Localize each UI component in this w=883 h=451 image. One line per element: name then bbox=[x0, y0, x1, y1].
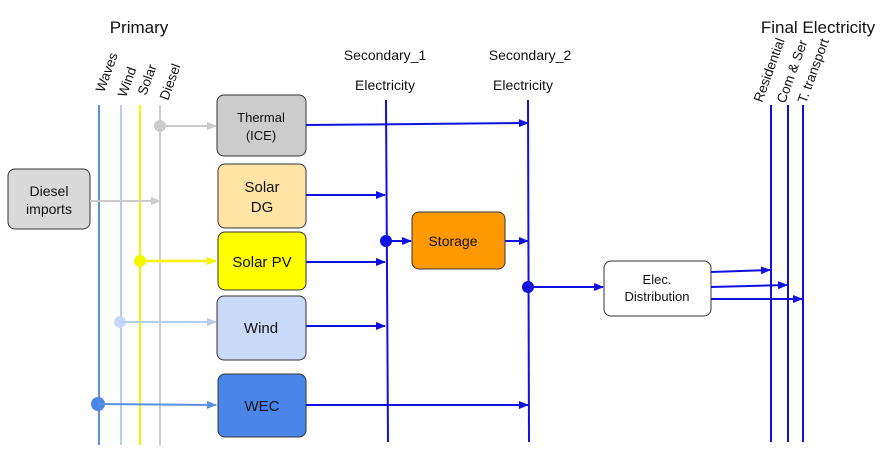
distribution-to-com-ser-arrow bbox=[710, 281, 788, 290]
secondary-2-bus bbox=[527, 99, 530, 443]
wec-label: WEC bbox=[245, 398, 280, 415]
secondary-1-header: Secondary_1 bbox=[344, 47, 427, 63]
diesel-imports-line-2: imports bbox=[26, 201, 72, 217]
solar-dg-box bbox=[217, 163, 307, 229]
thermal-line-2: (ICE) bbox=[246, 128, 276, 143]
storage-label: Storage bbox=[428, 233, 477, 249]
solar-label: Solar bbox=[135, 62, 160, 97]
electricity-1-label: Electricity bbox=[355, 77, 415, 93]
thermal-line-1: Thermal bbox=[237, 110, 285, 125]
distribution-line-1: Elec. bbox=[643, 272, 672, 287]
secondary-2-header: Secondary_2 bbox=[489, 47, 572, 63]
distribution-box bbox=[603, 260, 712, 317]
wind-box-label: Wind bbox=[244, 320, 278, 337]
diesel-imports-box bbox=[7, 168, 91, 230]
secondary-1-bus bbox=[385, 99, 389, 443]
waves-to-wec-arrow bbox=[97, 400, 217, 409]
distribution-to-residential-arrow bbox=[710, 266, 771, 275]
solar-pv-label: Solar PV bbox=[232, 254, 291, 271]
solar-dg-line-2: DG bbox=[251, 199, 274, 216]
distribution-line-2: Distribution bbox=[624, 289, 689, 304]
primary-header: Primary bbox=[110, 18, 169, 37]
electricity-2-label: Electricity bbox=[493, 77, 553, 93]
diesel-imports-line-1: Diesel bbox=[30, 183, 69, 199]
wind-label: Wind bbox=[115, 65, 140, 99]
diesel-label: Diesel bbox=[157, 62, 184, 102]
wind-box bbox=[216, 295, 307, 361]
solar-dg-line-1: Solar bbox=[244, 179, 279, 196]
thermal-box bbox=[216, 94, 307, 157]
thermal-to-secondary-2-arrow bbox=[305, 119, 529, 128]
final-electricity-header: Final Electricity bbox=[761, 18, 876, 37]
